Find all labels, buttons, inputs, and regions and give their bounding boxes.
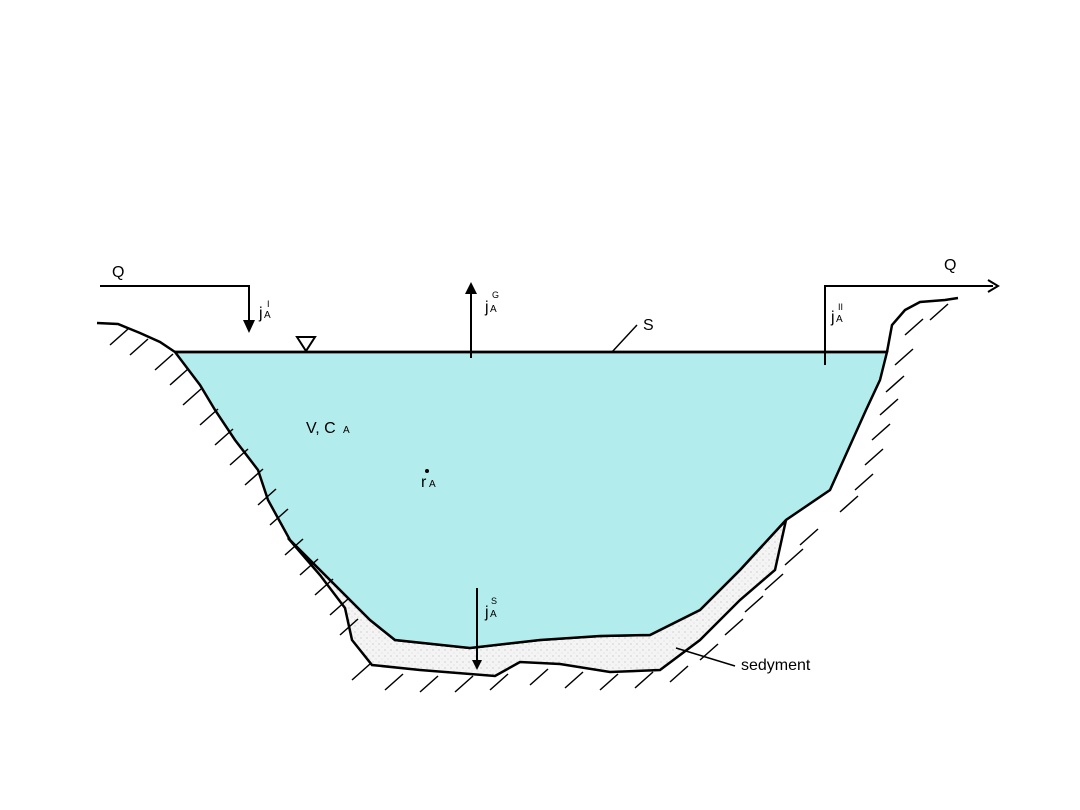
volume-concentration-label: V, C A xyxy=(306,420,350,437)
j-outflow-label: j A II xyxy=(830,302,843,326)
inflow-arrowhead-icon xyxy=(243,320,255,333)
outflow-line xyxy=(824,285,993,365)
hatch-stroke xyxy=(229,448,249,466)
hatch-stroke xyxy=(284,538,304,556)
hatch-stroke xyxy=(634,671,654,689)
hatch-stroke xyxy=(384,673,404,691)
ground-hatching xyxy=(109,303,949,693)
q-in-label: Q xyxy=(112,264,124,281)
hatch-stroke xyxy=(894,348,914,366)
hatch-stroke xyxy=(854,473,874,491)
hatch-stroke xyxy=(744,595,764,613)
hatch-stroke xyxy=(419,675,439,693)
hatch-stroke xyxy=(244,468,264,486)
svg-text:A: A xyxy=(343,425,350,436)
water-level-triangle-icon xyxy=(295,336,317,353)
svg-text:S: S xyxy=(491,596,497,606)
svg-text:A: A xyxy=(490,304,497,315)
hatch-stroke xyxy=(329,598,349,616)
hatch-stroke xyxy=(929,303,949,321)
hatch-stroke xyxy=(864,448,884,466)
hatch-stroke xyxy=(299,558,319,576)
svg-text:I: I xyxy=(267,299,270,309)
svg-text:G: G xyxy=(492,290,499,300)
hatch-stroke xyxy=(269,508,289,526)
hatch-stroke xyxy=(489,673,509,691)
left-bank xyxy=(96,321,176,354)
j-inflow-label: j A I xyxy=(258,299,271,322)
right-bank xyxy=(885,296,959,353)
hatch-stroke xyxy=(699,643,719,661)
hatch-stroke xyxy=(257,488,277,506)
svg-text:j: j xyxy=(258,305,263,322)
svg-text:A: A xyxy=(836,314,843,325)
j-gas-label: j A G xyxy=(484,290,499,316)
hatch-stroke xyxy=(799,528,819,546)
reaction-rate-label: r A xyxy=(421,469,436,491)
hatch-stroke xyxy=(564,671,584,689)
gas-arrowhead-icon xyxy=(465,282,477,294)
j-sediment-label: j A S xyxy=(484,596,497,621)
hatch-stroke xyxy=(885,375,905,393)
outflow-arrowhead-icon xyxy=(987,279,1000,293)
hatch-stroke xyxy=(599,673,619,691)
svg-text:A: A xyxy=(429,479,436,490)
hatch-stroke xyxy=(904,318,924,336)
hatch-stroke xyxy=(454,675,474,693)
hatch-stroke xyxy=(529,668,549,686)
hatch-stroke xyxy=(784,548,804,566)
hatch-stroke xyxy=(154,353,174,371)
hatch-stroke xyxy=(314,578,334,596)
hatch-stroke xyxy=(109,328,129,346)
sediment-leader-line xyxy=(675,647,736,667)
water-body xyxy=(172,350,889,650)
hatch-stroke xyxy=(169,368,189,386)
sediment-arrowhead-icon xyxy=(472,660,482,670)
hatch-stroke xyxy=(764,573,784,591)
hatch-stroke xyxy=(724,618,744,636)
hatch-stroke xyxy=(339,618,359,636)
hatch-stroke xyxy=(669,665,689,683)
sediment-label: sedyment xyxy=(741,657,811,674)
svg-text:V, C: V, C xyxy=(306,420,336,437)
svg-text:j: j xyxy=(484,604,489,621)
hatch-stroke xyxy=(871,423,891,441)
hatch-stroke xyxy=(199,408,219,426)
svg-text:r: r xyxy=(421,474,427,491)
hatch-stroke xyxy=(879,398,899,416)
surface-label: S xyxy=(643,317,654,334)
hatch-stroke xyxy=(129,338,149,356)
inflow-line xyxy=(100,285,250,325)
hatch-stroke xyxy=(839,495,859,513)
svg-text:j: j xyxy=(830,309,835,326)
svg-text:II: II xyxy=(838,302,843,312)
q-out-label: Q xyxy=(944,257,956,274)
svg-text:j: j xyxy=(484,299,489,316)
hatch-stroke xyxy=(182,388,202,406)
surface-leader-line xyxy=(611,324,638,353)
svg-text:A: A xyxy=(264,310,271,321)
svg-text:A: A xyxy=(490,609,497,620)
hatch-stroke xyxy=(351,663,371,681)
hatch-stroke xyxy=(214,428,234,446)
